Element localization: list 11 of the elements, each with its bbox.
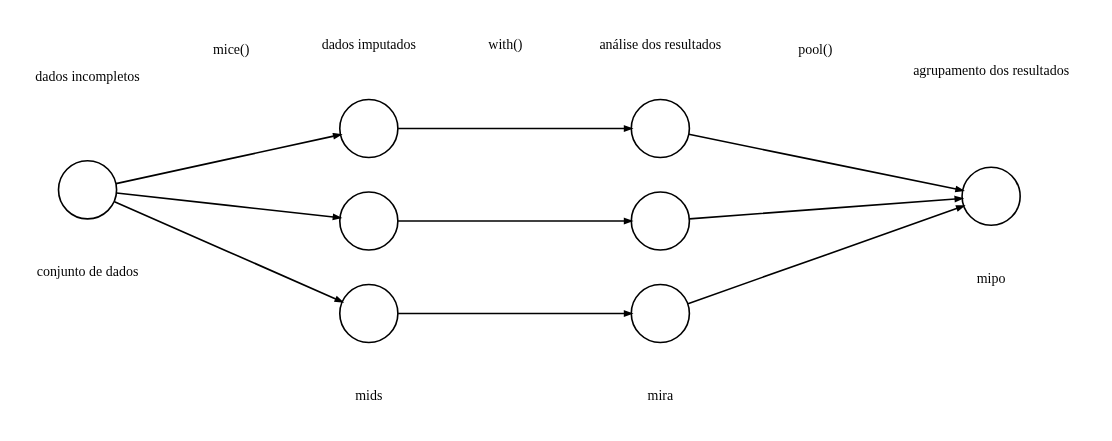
label: dados imputados — [321, 36, 416, 52]
label: mipo — [976, 270, 1006, 286]
label: mice() — [212, 41, 250, 57]
label: análise dos resultados — [599, 36, 722, 52]
label: agrupamento dos resultados — [913, 62, 1070, 78]
label: conjunto de dados — [36, 263, 139, 279]
label: dados incompletos — [35, 68, 140, 84]
label: pool() — [798, 41, 833, 57]
label: mira — [647, 387, 674, 403]
label: with() — [488, 36, 523, 52]
label: mids — [355, 387, 383, 403]
